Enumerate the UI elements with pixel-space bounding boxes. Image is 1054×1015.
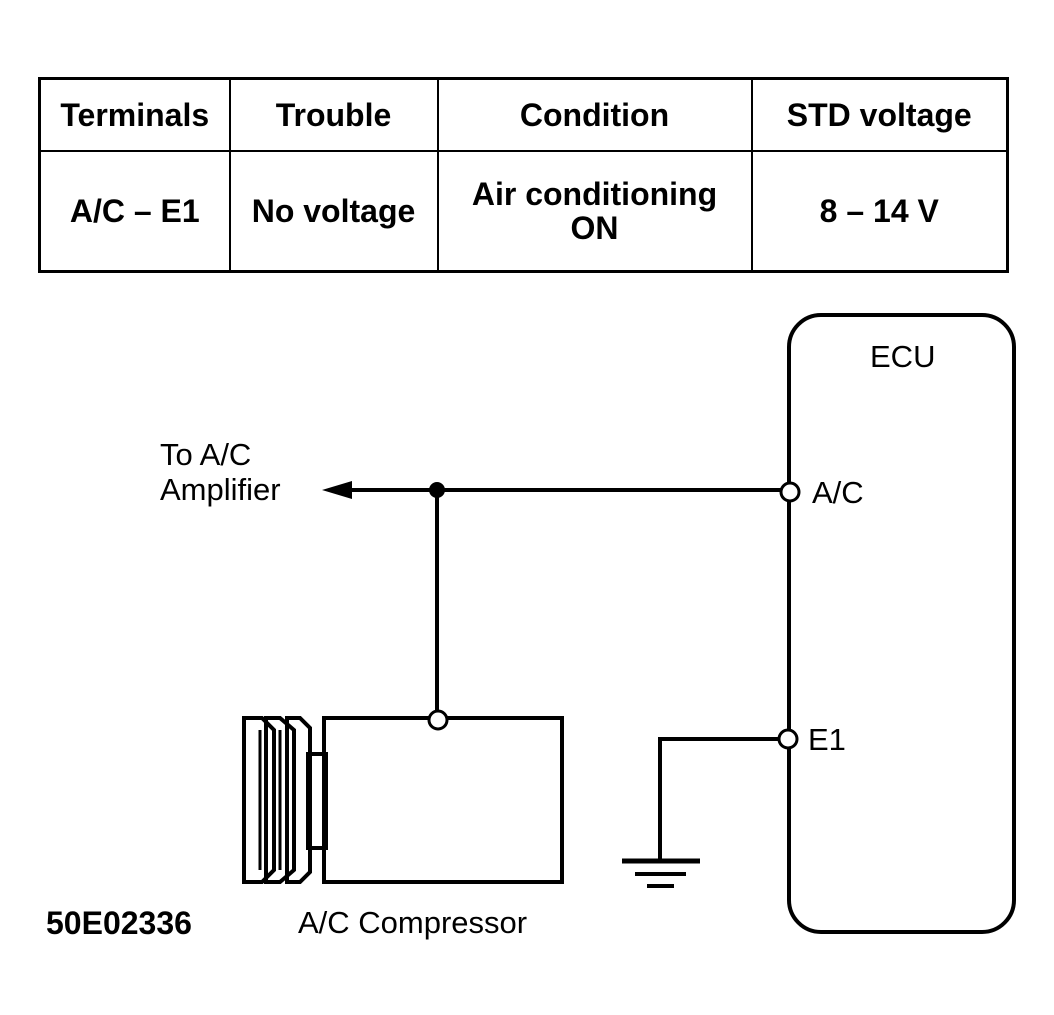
arrow-left-icon — [322, 481, 352, 499]
ground-wire — [658, 737, 779, 860]
ecu-label: ECU — [870, 339, 935, 374]
terminal-ac-connector — [779, 481, 801, 503]
cell-terminals: A/C – E1 — [38, 150, 231, 273]
table-header-row: Terminals Trouble Condition STD voltage — [38, 77, 1009, 152]
compressor-icon — [242, 716, 564, 884]
compressor-label: A/C Compressor — [298, 905, 527, 940]
cell-condition: Air conditioning ON — [436, 150, 753, 273]
terminal-e1-label: E1 — [808, 722, 846, 757]
cell-condition-line1: Air conditioning — [471, 176, 718, 212]
header-terminals: Terminals — [38, 77, 231, 152]
header-trouble: Trouble — [228, 77, 439, 152]
cell-trouble: No voltage — [228, 150, 439, 273]
spec-table: Terminals Trouble Condition STD voltage … — [38, 77, 1009, 273]
terminal-e1-connector — [777, 728, 799, 750]
to-amplifier-label-line1: To A/C — [160, 437, 251, 472]
terminal-ac-label: A/C — [812, 475, 864, 510]
compressor-connector — [427, 709, 449, 731]
ground-icon — [622, 858, 700, 888]
header-std-voltage: STD voltage — [750, 77, 1009, 152]
figure-code: 50E02336 — [46, 905, 192, 941]
table-row: A/C – E1 No voltage Air conditioning ON … — [38, 150, 1009, 273]
cell-condition-line2: ON — [570, 210, 619, 246]
to-amplifier-label-line2: Amplifier — [160, 472, 281, 507]
ecu-box — [787, 313, 1016, 934]
header-condition: Condition — [436, 77, 753, 152]
cell-std-voltage: 8 – 14 V — [750, 150, 1009, 273]
